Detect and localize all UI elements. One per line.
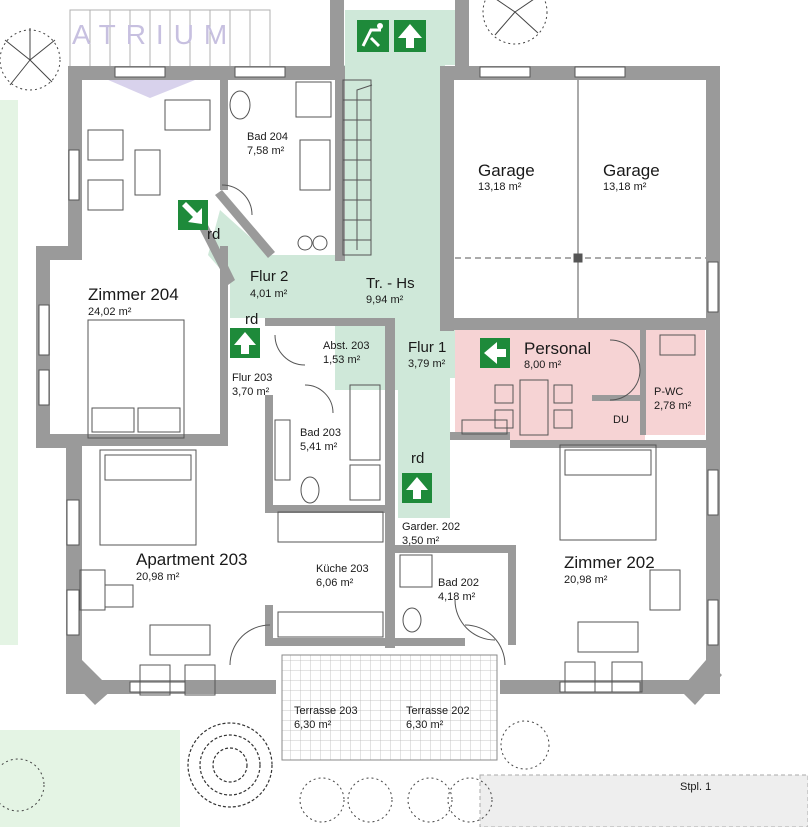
- garden-strip-bottom: [0, 730, 180, 827]
- room-area-bad204: 7,58 m²: [247, 145, 285, 157]
- bay-windows: [66, 660, 722, 705]
- parking-area: [479, 774, 808, 827]
- furniture: [79, 81, 696, 696]
- tree-top-left: [0, 28, 61, 91]
- exit-sign-diagonal-arrow-icon: [178, 200, 208, 230]
- exit-sign-top-up-arrow-icon: [394, 20, 426, 52]
- room-name-kueche203: Küche 203: [316, 563, 369, 575]
- room-area-flur1: 3,79 m²: [408, 358, 446, 370]
- room-name-treppenhaus: Tr. - Hs: [366, 275, 415, 292]
- exit-sign-top-running: [357, 20, 389, 52]
- rd-marker-flur2: rd: [207, 226, 220, 243]
- room-name-terrasse202: Terrasse 202: [406, 705, 470, 717]
- room-name-pwc: P-WC: [654, 386, 683, 398]
- parking-label: Stpl. 1: [680, 781, 711, 793]
- exit-sign-garder-up-arrow-icon: [402, 473, 432, 503]
- room-area-bad202: 4,18 m²: [438, 591, 476, 603]
- room-area-zimmer202: 20,98 m²: [564, 574, 608, 586]
- room-area-apartment203: 20,98 m²: [136, 571, 180, 583]
- room-area-garage1: 13,18 m²: [478, 181, 522, 193]
- room-name-zimmer204: Zimmer 204: [88, 285, 179, 304]
- room-area-treppenhaus: 9,94 m²: [366, 294, 404, 306]
- room-area-pwc: 2,78 m²: [654, 400, 692, 412]
- atrium-logo: ATRIUM: [72, 19, 237, 50]
- room-name-bad203: Bad 203: [300, 427, 341, 439]
- room-name-terrasse203: Terrasse 203: [294, 705, 358, 717]
- tree-bottom-left: [0, 758, 45, 812]
- room-area-flur203: 3,70 m²: [232, 386, 270, 398]
- room-area-personal: 8,00 m²: [524, 359, 562, 371]
- room-name-bad202: Bad 202: [438, 577, 479, 589]
- room-name-garage2: Garage: [603, 161, 660, 180]
- room-area-terrasse202: 6,30 m²: [406, 719, 444, 731]
- room-area-kueche203: 6,06 m²: [316, 577, 354, 589]
- terrasse-paving: [281, 654, 498, 761]
- room-name-apartment203: Apartment 203: [136, 550, 248, 569]
- shrub-bottom: [187, 722, 273, 808]
- room-name-zimmer202: Zimmer 202: [564, 553, 655, 572]
- tree-top-right: [482, 0, 548, 45]
- room-name-abst203: Abst. 203: [323, 340, 369, 352]
- exit-sign-flur1-left-arrow-icon: [480, 338, 510, 368]
- room-name-flur1: Flur 1: [408, 339, 446, 356]
- garage-lines: [455, 80, 706, 318]
- room-name-du: DU: [613, 414, 629, 426]
- room-area-bad203: 5,41 m²: [300, 441, 338, 453]
- room-labels: Bad 204 7,58 m² Zimmer 204 24,02 m² Flur…: [88, 131, 692, 731]
- exit-sign-flur203-up-arrow-icon: [230, 328, 260, 358]
- room-area-flur2: 4,01 m²: [250, 288, 288, 300]
- room-name-bad204: Bad 204: [247, 131, 288, 143]
- room-name-garder202: Garder. 202: [402, 521, 460, 533]
- room-area-terrasse203: 6,30 m²: [294, 719, 332, 731]
- rd-marker-flur203: rd: [245, 311, 258, 328]
- room-area-garder202: 3,50 m²: [402, 535, 440, 547]
- garden-strip-left: [0, 100, 18, 645]
- main-stair: [342, 79, 373, 256]
- shrubs-bottom-right: [299, 720, 550, 823]
- room-area-zimmer204: 24,02 m²: [88, 306, 132, 318]
- room-name-personal: Personal: [524, 339, 591, 358]
- room-name-flur2: Flur 2: [250, 268, 288, 285]
- room-name-flur203: Flur 203: [232, 372, 272, 384]
- room-area-abst203: 1,53 m²: [323, 354, 361, 366]
- room-area-garage2: 13,18 m²: [603, 181, 647, 193]
- windows: [38, 66, 719, 693]
- room-name-garage1: Garage: [478, 161, 535, 180]
- rd-marker-garder: rd: [411, 450, 424, 467]
